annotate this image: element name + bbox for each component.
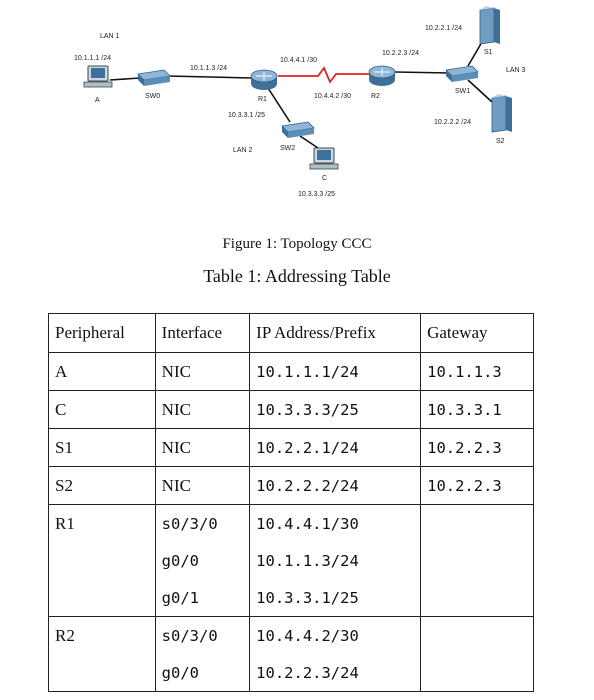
- cell-ip: 10.2.2.1/24: [249, 428, 422, 467]
- lan3-label: LAN 3: [506, 67, 526, 74]
- cell-gateway: 10.3.3.1: [420, 390, 534, 429]
- cell-gateway: 10.2.2.3: [420, 466, 534, 505]
- link-sw2-c: [299, 135, 319, 149]
- table-row: g0/0 10.1.1.3/24: [48, 542, 534, 579]
- cell-ip: 10.3.3.1/25: [249, 579, 422, 617]
- table-row: C NIC 10.3.3.3/25 10.3.3.1: [48, 390, 534, 429]
- r1-serial-ip-label: 10.4.4.1 /30: [280, 57, 317, 64]
- cell-peripheral: R2: [48, 616, 156, 654]
- cell-interface: g0/0: [154, 654, 251, 692]
- r2-serial-ip-label: 10.4.4.2 /30: [314, 93, 351, 100]
- topology-diagram: LAN 1 10.1.1.1 /24 A SW0 10.1.1.3 /24 10…: [0, 0, 594, 215]
- cell-interface: s0/3/0: [154, 504, 251, 542]
- switch-sw0-icon: [137, 69, 171, 86]
- s2-ip-label: 10.2.2.2 /24: [434, 119, 471, 126]
- table-row: g0/0 10.2.2.3/24: [48, 654, 534, 692]
- cell-gateway: [420, 654, 534, 692]
- cell-ip: 10.3.3.3/25: [249, 390, 422, 429]
- s2-name-label: S2: [496, 138, 505, 145]
- header-interface: Interface: [154, 313, 251, 353]
- cell-interface: g0/0: [154, 542, 251, 579]
- cell-gateway: 10.1.1.3: [420, 352, 534, 391]
- r2-g00-ip-label: 10.2.2.3 /24: [382, 50, 419, 57]
- pc-c-ip-label: 10.3.3.3 /25: [298, 191, 335, 198]
- table-row: R1 s0/3/0 10.4.4.1/30: [48, 504, 534, 542]
- table-row: g0/1 10.3.3.1/25: [48, 579, 534, 617]
- serial-link: [278, 66, 370, 84]
- cell-peripheral: R1: [48, 504, 156, 542]
- table-row: R2 s0/3/0 10.4.4.2/30: [48, 616, 534, 654]
- sw0-name-label: SW0: [145, 93, 160, 100]
- s1-ip-label: 10.2.2.1 /24: [425, 25, 462, 32]
- pc-a-icon: [83, 65, 113, 88]
- r2-name-label: R2: [371, 93, 380, 100]
- table-row: A NIC 10.1.1.1/24 10.1.1.3: [48, 352, 534, 391]
- cell-interface: g0/1: [154, 579, 251, 617]
- cell-gateway: [420, 542, 534, 579]
- cell-peripheral: [48, 654, 156, 692]
- table-row: S2 NIC 10.2.2.2/24 10.2.2.3: [48, 466, 534, 505]
- cell-interface: s0/3/0: [154, 616, 251, 654]
- r1-g01-ip-label: 10.3.3.1 /25: [228, 112, 265, 119]
- pc-c-icon: [309, 147, 339, 170]
- cell-gateway: 10.2.2.3: [420, 428, 534, 467]
- link-r1-sw2: [267, 87, 291, 123]
- cell-interface: NIC: [154, 352, 251, 391]
- pc-a-ip-label: 10.1.1.1 /24: [74, 55, 111, 62]
- link-a-sw0: [109, 77, 141, 81]
- link-r2-sw1: [394, 71, 451, 74]
- link-sw1-s1: [467, 41, 483, 67]
- link-sw1-s2: [467, 79, 493, 103]
- cell-ip: 10.4.4.2/30: [249, 616, 422, 654]
- header-peripheral: Peripheral: [48, 313, 156, 353]
- cell-peripheral: C: [48, 390, 156, 429]
- cell-ip: 10.1.1.3/24: [249, 542, 422, 579]
- cell-peripheral: S2: [48, 466, 156, 505]
- table-header-row: Peripheral Interface IP Address/Prefix G…: [48, 313, 534, 353]
- header-gateway: Gateway: [420, 313, 534, 353]
- cell-peripheral: A: [48, 352, 156, 391]
- cell-interface: NIC: [154, 466, 251, 505]
- s1-name-label: S1: [484, 49, 493, 56]
- cell-ip: 10.1.1.1/24: [249, 352, 422, 391]
- cell-ip: 10.2.2.3/24: [249, 654, 422, 692]
- header-ip-address: IP Address/Prefix: [249, 313, 422, 353]
- cell-interface: NIC: [154, 390, 251, 429]
- cell-peripheral: [48, 542, 156, 579]
- table-caption: Table 1: Addressing Table: [203, 266, 391, 286]
- router-r2-icon: [368, 65, 396, 86]
- pc-a-name-label: A: [95, 97, 100, 104]
- table-row: S1 NIC 10.2.2.1/24 10.2.2.3: [48, 428, 534, 467]
- addressing-table: Peripheral Interface IP Address/Prefix G…: [48, 313, 534, 692]
- cell-interface: NIC: [154, 428, 251, 467]
- router-r1-icon: [250, 69, 278, 90]
- switch-sw1-icon: [445, 65, 479, 82]
- cell-ip: 10.2.2.2/24: [249, 466, 422, 505]
- cell-gateway: [420, 616, 534, 654]
- lan1-label: LAN 1: [100, 33, 120, 40]
- r1-name-label: R1: [258, 96, 267, 103]
- cell-gateway: [420, 579, 534, 617]
- cell-peripheral: [48, 579, 156, 617]
- server-s2-icon: [491, 94, 512, 133]
- figure-caption: Figure 1: Topology CCC: [222, 236, 372, 252]
- sw1-name-label: SW1: [455, 88, 470, 95]
- r1-g00-ip-label: 10.1.1.3 /24: [190, 65, 227, 72]
- cell-ip: 10.4.4.1/30: [249, 504, 422, 542]
- links: [109, 41, 493, 149]
- cell-gateway: [420, 504, 534, 542]
- switch-sw2-icon: [281, 121, 315, 138]
- lan2-label: LAN 2: [233, 147, 253, 154]
- cell-peripheral: S1: [48, 428, 156, 467]
- server-s1-icon: [479, 6, 500, 45]
- pc-c-name-label: C: [322, 175, 327, 182]
- link-sw0-r1: [167, 75, 253, 79]
- sw2-name-label: SW2: [280, 145, 295, 152]
